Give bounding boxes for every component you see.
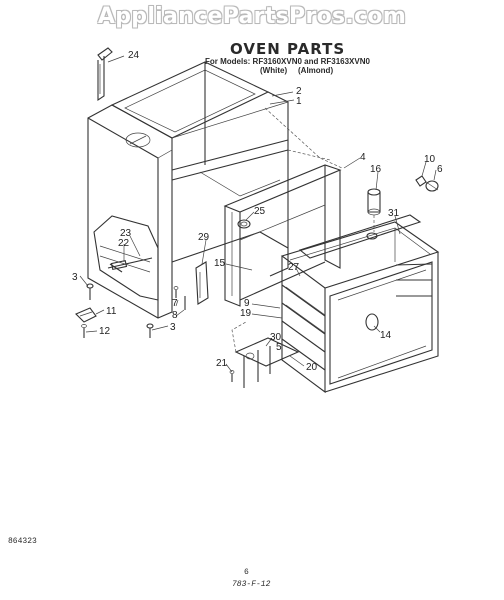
callout-4: 4: [360, 152, 366, 163]
callout-12: 12: [99, 326, 111, 337]
callout-23: 23: [120, 228, 132, 239]
part-21-screw: [229, 370, 235, 382]
callout-27: 27: [288, 262, 300, 273]
diagram-title: OVEN PARTS: [230, 40, 346, 58]
oven-front-frame: [223, 164, 342, 307]
callout-9: 9: [244, 298, 250, 309]
callout-29: 29: [198, 232, 210, 243]
part-29-bracket: [195, 261, 209, 305]
part-20-30-bracket: [231, 321, 300, 388]
callout-7: 7: [172, 298, 178, 309]
callout-21: 21: [216, 358, 228, 369]
callout-2: 2: [296, 86, 302, 97]
part-3-screw-upper: [86, 283, 94, 300]
callout-1: 1: [296, 96, 302, 107]
callout-20: 20: [306, 362, 318, 373]
callout-leaders: [79, 55, 437, 373]
callout-16: 16: [370, 164, 382, 175]
callout-3-upper: 3: [72, 272, 78, 283]
callout-3-lower: 3: [170, 322, 176, 333]
callout-22: 22: [118, 238, 130, 249]
callout-10: 10: [424, 154, 436, 165]
part-24-bracket: [97, 47, 113, 102]
callout-5: 5: [276, 342, 282, 353]
subtitle-almond: (Almond): [298, 66, 334, 75]
oven-cabinet: [87, 61, 343, 319]
callout-25: 25: [254, 206, 266, 217]
part-16-light-socket: [367, 188, 381, 232]
callout-11: 11: [106, 306, 117, 317]
part-3-screw-lower: [146, 323, 154, 338]
part-10-6-light-bulb: [415, 175, 439, 192]
watermark: AppliancePartsPros.com: [97, 4, 407, 29]
callout-15: 15: [214, 258, 226, 269]
part-11-clip: [75, 307, 97, 323]
subtitle-white: (White): [260, 66, 288, 75]
callout-30: 30: [270, 332, 282, 343]
subtitle-models: For Models: RF3160XVN0 and RF3163XVN0: [205, 57, 370, 66]
callout-14: 14: [380, 330, 392, 341]
part-22-23-igniter: [107, 257, 153, 273]
callout-8: 8: [172, 310, 178, 321]
footer-code: 864323: [8, 537, 37, 546]
callout-24: 24: [128, 50, 140, 61]
footer-page: 6: [244, 568, 249, 577]
callout-6: 6: [437, 164, 443, 175]
callout-19: 19: [240, 308, 252, 319]
footer-ref: 783-F-12: [232, 580, 271, 589]
part-12-screw: [81, 324, 87, 338]
callout-31: 31: [388, 208, 400, 219]
oven-liner: [280, 214, 440, 394]
part-7-8-screws: [173, 286, 186, 310]
